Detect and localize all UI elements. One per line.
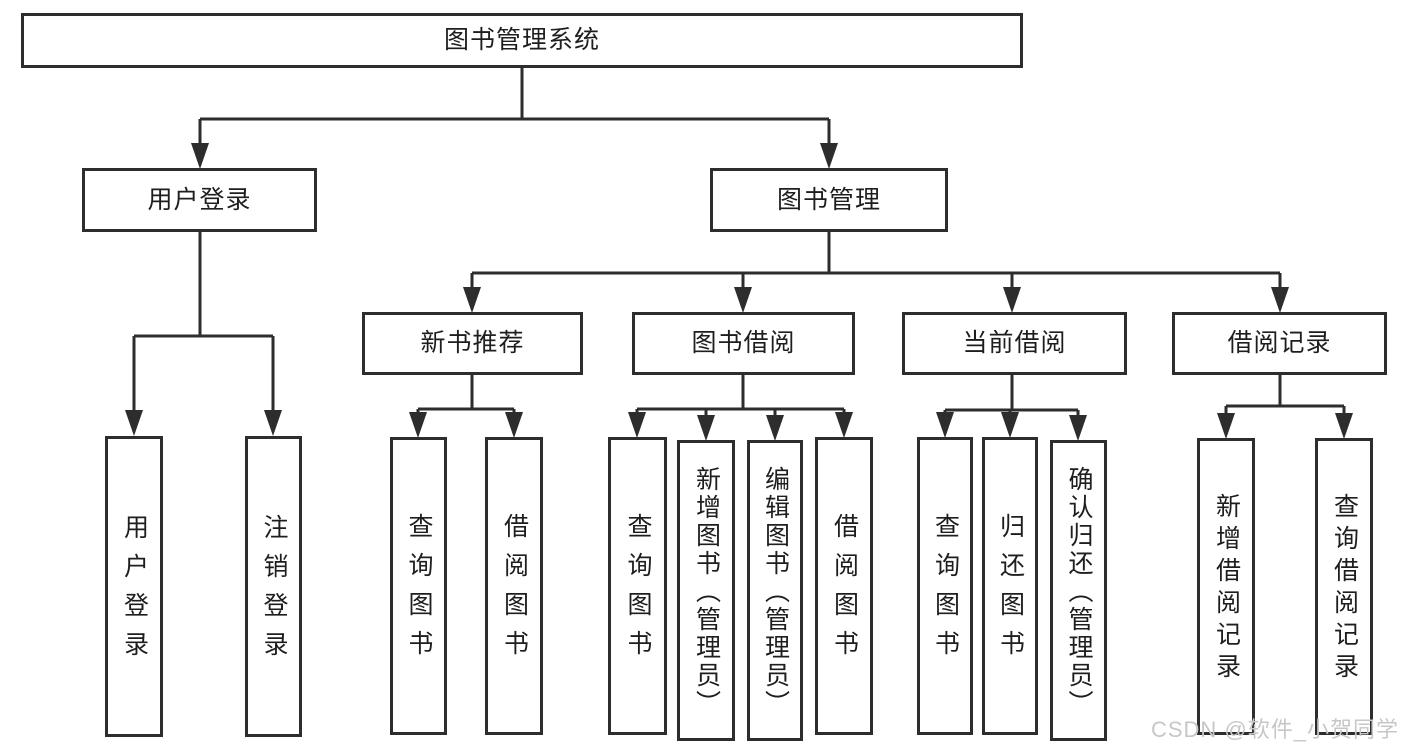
node-leaf-query-borrow-record: 查询借阅记录: [1315, 438, 1373, 735]
node-leaf-query-books-1: 查询图书: [390, 437, 447, 735]
connector-book-borrowing-branch: [635, 375, 846, 418]
node-leaf-confirm-return-admin: 确认归还（管理员）: [1050, 440, 1107, 741]
node-leaf-user-login: 用户登录: [105, 436, 163, 737]
node-book-management: 图书管理: [710, 168, 948, 232]
connector-borrowing-records-branch: [1224, 375, 1346, 416]
node-leaf-query-books-3: 查询图书: [917, 437, 973, 735]
node-new-book-recommend: 新书推荐: [362, 312, 583, 375]
node-leaf-return-books: 归还图书: [982, 437, 1038, 735]
node-leaf-borrow-books-1: 借阅图书: [485, 437, 543, 735]
connector-user-login-branch: [132, 232, 275, 412]
connector-current-borrowing-branch: [943, 375, 1080, 418]
node-leaf-edit-books-admin: 编辑图书（管理员）: [747, 440, 803, 741]
connector-root-branch: [198, 68, 831, 146]
node-book-borrowing: 图书借阅: [632, 312, 855, 375]
node-user-login: 用户登录: [82, 168, 317, 232]
node-leaf-add-books-admin: 新增图书（管理员）: [677, 440, 735, 741]
arrowheads: [125, 143, 1353, 441]
connector-new-book-branch: [416, 375, 516, 415]
node-leaf-logout: 注销登录: [245, 436, 302, 737]
node-leaf-borrow-books-2: 借阅图书: [815, 437, 873, 735]
node-leaf-query-books-2: 查询图书: [608, 437, 667, 735]
node-current-borrowing: 当前借阅: [902, 312, 1127, 375]
node-library-management-system: 图书管理系统: [21, 13, 1023, 68]
connector-book-management-branch: [470, 232, 1282, 290]
node-borrowing-records: 借阅记录: [1172, 312, 1387, 375]
node-leaf-add-borrow-record: 新增借阅记录: [1197, 438, 1255, 735]
csdn-watermark: CSDN @软件_小贺同学: [1150, 717, 1399, 742]
